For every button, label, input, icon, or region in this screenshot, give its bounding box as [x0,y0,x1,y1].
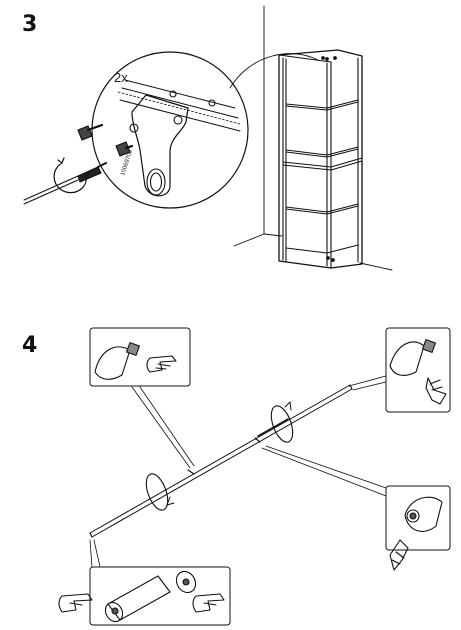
pointing-hand-icon [425,377,447,405]
rotate-ring-1 [145,473,175,511]
quantity-label: 2x [114,70,128,85]
pointing-hand-icon [192,593,225,613]
screw-1 [77,123,104,141]
rotate-ring-2 [270,401,294,443]
wall-bracket-detail: 2x 10069708 [23,51,249,209]
detail-box-rod-ends-bottom [58,566,231,626]
screw-2 [115,141,134,157]
pointing-hand-icon [146,355,177,373]
detail-box-rod-end-left [89,327,191,387]
screwdriver-icon [23,157,107,205]
pointing-hand-icon [389,539,409,571]
room-wall-lines [233,5,393,271]
rod [89,384,353,538]
step-4-illustration [58,327,451,626]
shelf-unit [278,49,363,269]
step-3-illustration: 2x 10069708 [23,5,393,271]
detail-box-rod-end-right [385,327,451,413]
pointing-hand-icon [58,593,93,613]
step-3-number: 3 [22,12,38,37]
step-4-number: 4 [22,333,38,358]
detail-box-rod-socket [385,485,451,571]
